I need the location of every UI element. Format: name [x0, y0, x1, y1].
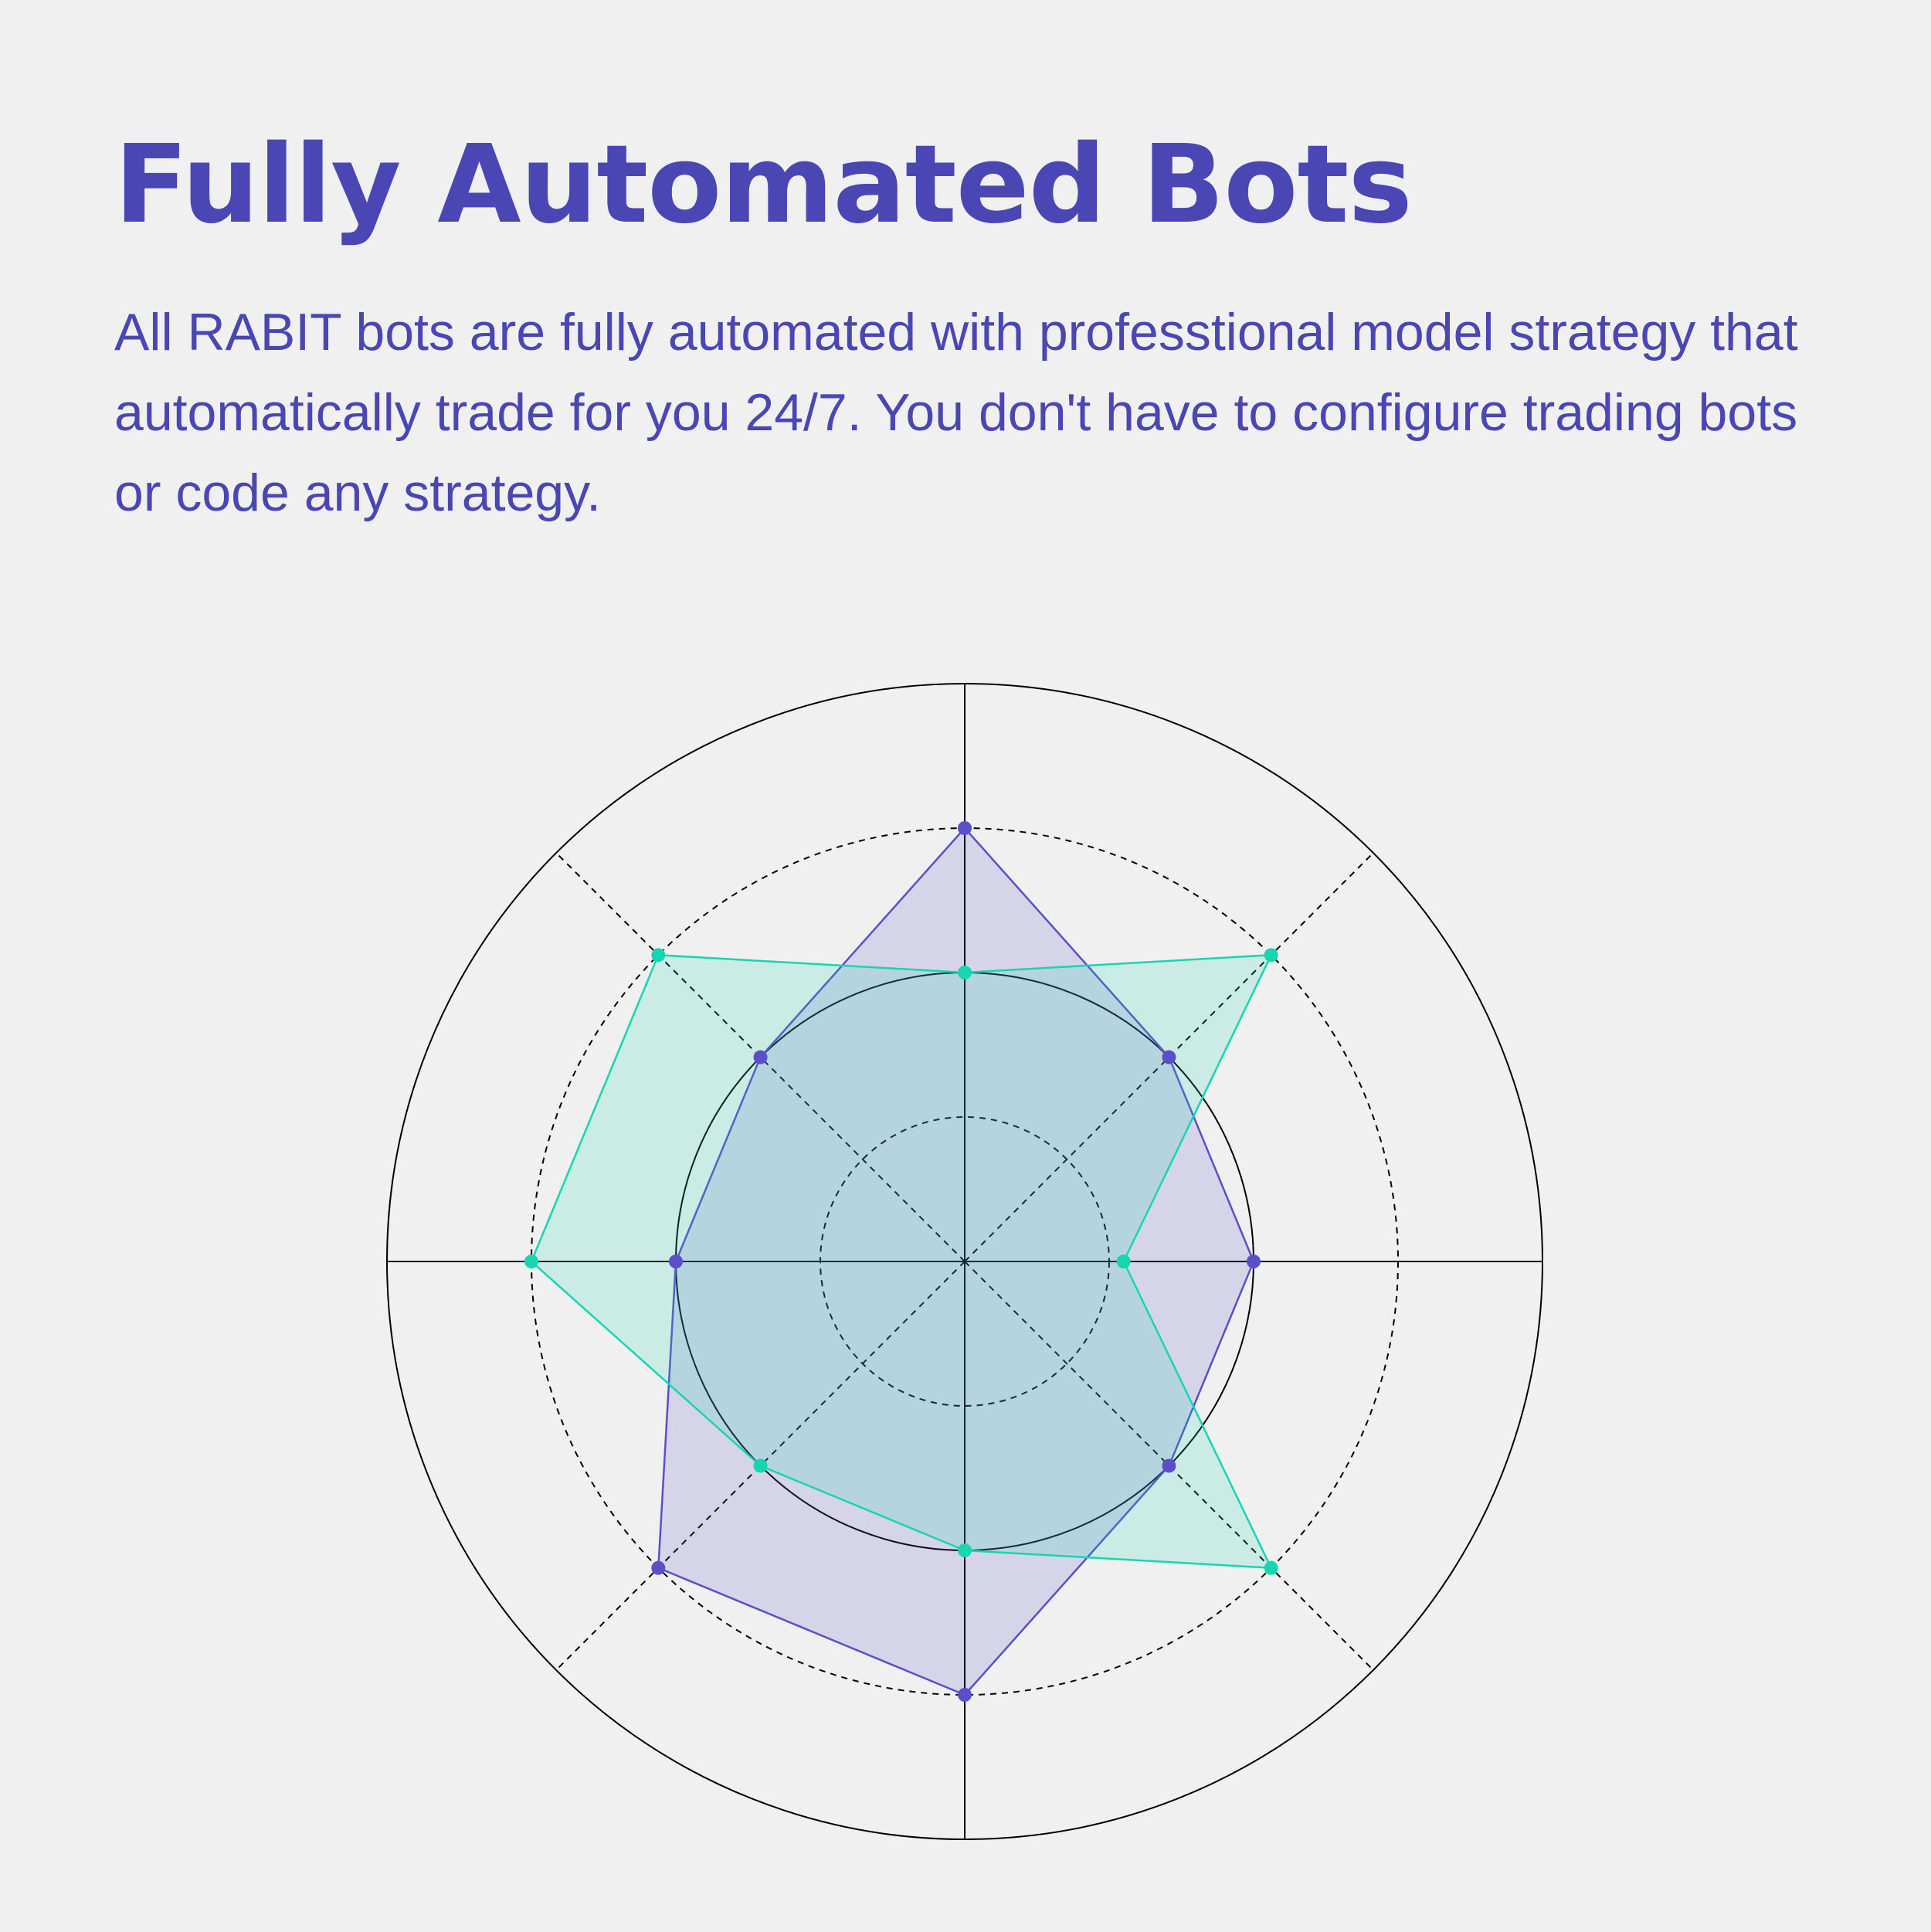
- radar-spoke-4: [964, 1261, 1374, 1671]
- radar-series-2-point-3: [1116, 1255, 1131, 1268]
- radar-spoke-6: [555, 1261, 966, 1671]
- radar-series-2-point-1: [958, 966, 972, 980]
- radar-series-2-point-6: [753, 1458, 768, 1473]
- radar-series-2-point-7: [524, 1255, 538, 1268]
- radar-series-1-point-2: [1162, 1050, 1176, 1064]
- radar-spoke-8: [555, 852, 966, 1262]
- radar-series-2-point-2: [1264, 948, 1278, 963]
- radar-series-1-point-1: [958, 821, 972, 835]
- radar-series-2-point-5: [958, 1543, 972, 1557]
- radar-series-1-point-3: [1247, 1255, 1261, 1268]
- radar-series-1-point-8: [753, 1050, 768, 1064]
- radar-spoke-2: [964, 852, 1374, 1262]
- radar-series-1-point-4: [1162, 1458, 1176, 1473]
- radar-series-1-point-5: [958, 1688, 972, 1702]
- radar-series-2-point-4: [1264, 1560, 1278, 1575]
- page-title: Fully Automated Bots: [114, 122, 1413, 248]
- page-description: All RABIT bots are fully automated with …: [114, 303, 1798, 522]
- radar-series-1-point-6: [651, 1560, 666, 1575]
- radar-series-1-point-7: [669, 1255, 683, 1268]
- radar-series-2-point-8: [651, 948, 666, 963]
